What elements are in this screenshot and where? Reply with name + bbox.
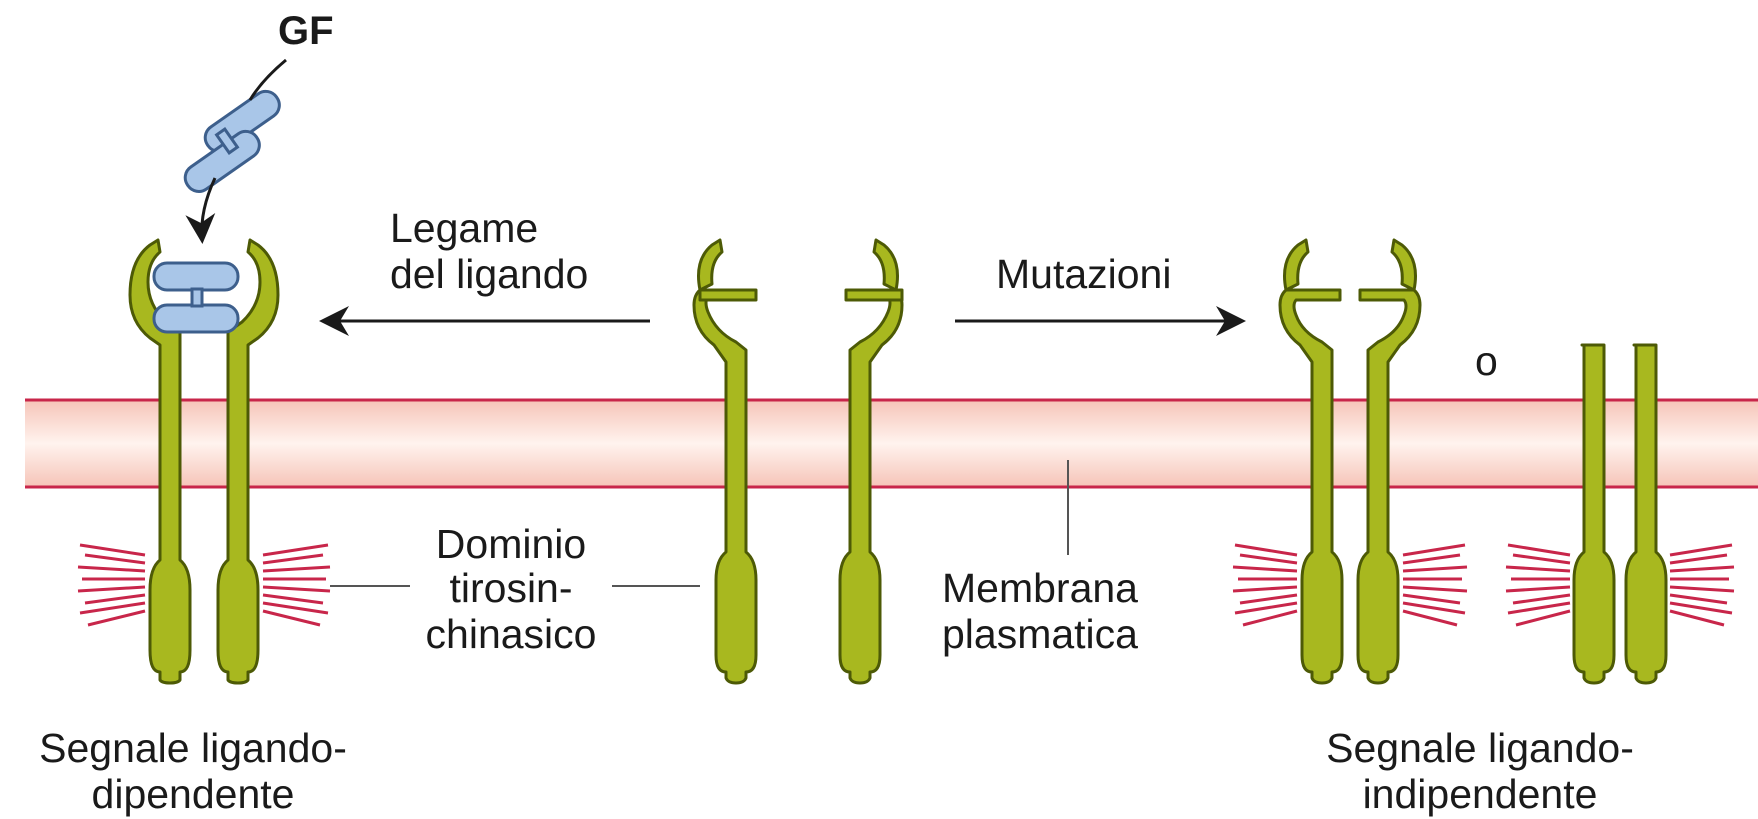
bound-ligand [154, 263, 238, 332]
ligand-binding-label-line1: Legame [390, 205, 538, 251]
membrane-label-line1: Membrana [942, 565, 1138, 611]
truncated-receptor-dimer [1574, 345, 1666, 683]
ligand-dependent-caption-line2: dipendente [92, 771, 295, 817]
signal-rays-left-dimer [78, 545, 330, 625]
growth-factor-ligand [180, 86, 284, 196]
ligand-binding-label-line2: del ligando [390, 251, 588, 297]
plasma-membrane [25, 400, 1758, 487]
ligand-dependent-caption-line1: Segnale ligando- [39, 725, 347, 771]
mutations-label: Mutazioni [996, 251, 1171, 297]
ligand-independent-caption-line1: Segnale ligando- [1326, 725, 1634, 771]
kinase-domain-label-line2: tirosin- [449, 565, 572, 611]
or-label: o [1475, 338, 1498, 384]
membrane-label-line2: plasmatica [942, 611, 1138, 657]
ligand-independent-caption-line2: indipendente [1363, 771, 1598, 817]
signal-rays-truncated-dimer [1506, 545, 1734, 625]
signal-rays-mutant-dimer [1233, 545, 1467, 625]
kinase-domain-label-line3: chinasico [426, 611, 597, 657]
kinase-domain-label-line1: Dominio [436, 521, 586, 567]
gf-label: GF [278, 9, 334, 53]
